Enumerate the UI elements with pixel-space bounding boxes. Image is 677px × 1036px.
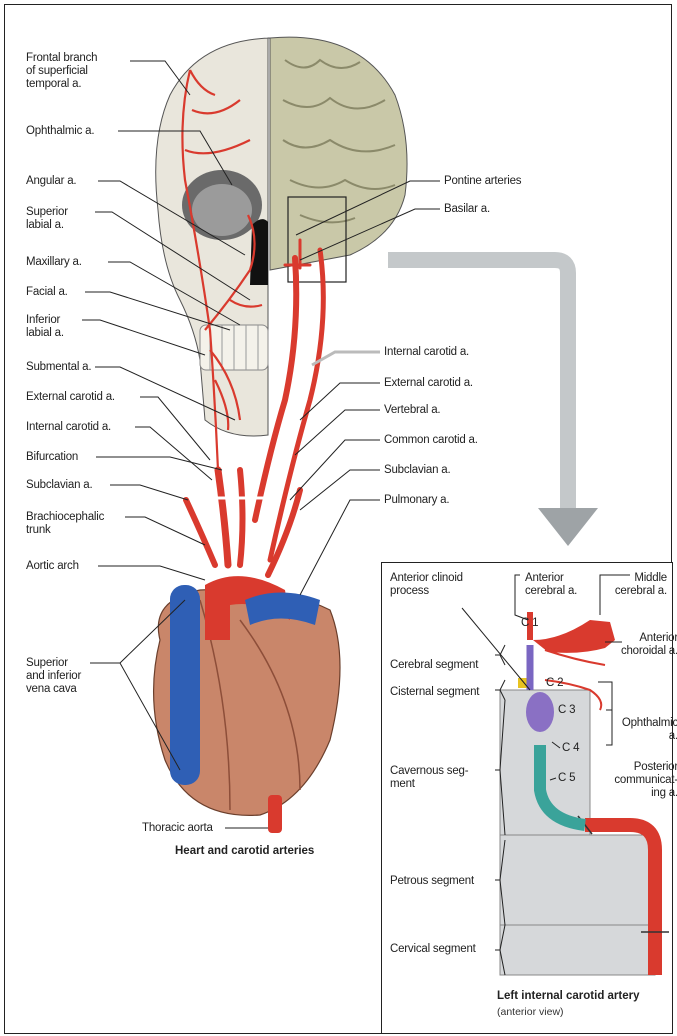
inset-label-cervical-segment: Cervical segment: [390, 943, 476, 956]
inset-label-ophthalmic: Ophthalmic a.: [598, 717, 677, 743]
inset-c1: C 1: [521, 617, 538, 630]
inset-label-middle-cerebral: Middle cerebral a.: [605, 572, 667, 598]
inset-caption: Left internal carotid artery: [497, 990, 640, 1002]
inset-label-anterior-choroidal: Anterior choroidal a.: [598, 632, 677, 658]
inset-label-cavernous-segment: Cavernous seg- ment: [390, 765, 468, 791]
inset-label-posterior-communicating: Posterior communicat- ing a.: [590, 761, 677, 800]
inset-c5: C 5: [558, 772, 575, 785]
inset-c3-label: C 3: [558, 704, 575, 717]
inset-label-petrous-segment: Petrous segment: [390, 875, 474, 888]
inset-subcaption: (anterior view): [497, 1006, 564, 1018]
inset-label-anterior-clinoid: Anterior clinoid process: [390, 572, 463, 598]
inset-c2: C 2: [546, 677, 563, 690]
inset-c3: [526, 692, 554, 732]
inset-c4: C 4: [562, 742, 579, 755]
inset-label-cisternal-segment: Cisternal segment: [390, 686, 479, 699]
inset-label-cerebral-segment: Cerebral segment: [390, 659, 478, 672]
inset-label-anterior-cerebral: Anterior cerebral a.: [525, 572, 577, 598]
